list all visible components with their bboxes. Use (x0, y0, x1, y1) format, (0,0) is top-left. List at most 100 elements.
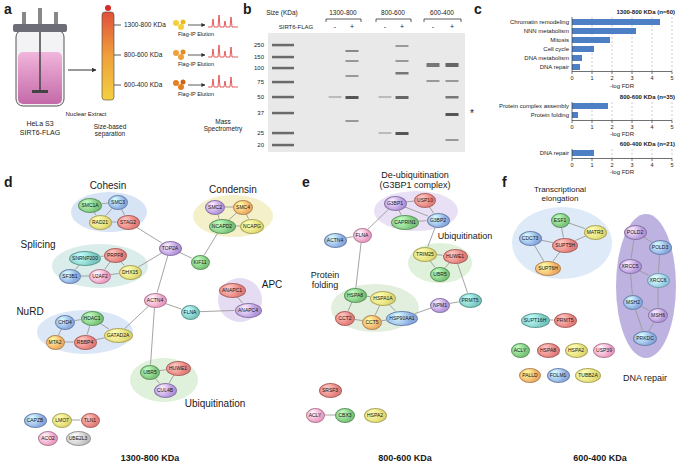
interaction-line (534, 245, 544, 261)
chart-axis (572, 17, 672, 161)
protein-name: TLN1 (84, 418, 96, 423)
lane-sign: + (350, 23, 354, 31)
size-marker: 50 (257, 94, 264, 101)
protein-name: SF3B1 (62, 274, 77, 279)
protein-name: TOP2A (162, 246, 178, 251)
protein-node: MTA2 (46, 335, 65, 350)
protein-name: ESF1 (554, 218, 567, 223)
axis-tick: 5 (670, 75, 673, 81)
protein-name: CCT2 (338, 316, 351, 321)
interaction-line (639, 271, 649, 276)
interaction-line (325, 415, 336, 416)
protein-name: MSH2 (626, 300, 640, 305)
protein-name: XRCC5 (622, 264, 639, 269)
interaction-line (157, 255, 168, 292)
protein-name: HSPA2 (367, 413, 383, 418)
interaction-line (356, 242, 361, 287)
cluster-name: Cohesin (90, 180, 127, 192)
band-mark: * (470, 108, 474, 120)
interaction-line (399, 210, 401, 215)
protein-name: CCT5 (365, 320, 378, 325)
protein-node: U2AF2 (89, 269, 111, 284)
protein-name: SMC2 (208, 205, 222, 210)
protein-node: HSPA8 (344, 288, 367, 303)
size-marker: 25 (257, 130, 264, 137)
interaction-line (65, 342, 74, 343)
lane-sign: + (400, 23, 404, 31)
protein-name: KIF11 (194, 260, 207, 265)
protein-name: HSPA8 (540, 348, 556, 353)
cluster-name: De-ubiquitination (G3BP1 complex) (373, 170, 458, 191)
axis-tick: 1 (590, 162, 593, 168)
interaction-line (430, 261, 435, 268)
panel-letter: d (4, 174, 13, 190)
protein-name: RAD21 (92, 220, 108, 225)
cluster-name: Transcriptional elongation (515, 185, 605, 203)
protein-name: HDAC1 (84, 316, 101, 321)
axis-tick: 5 (670, 124, 673, 130)
protein-name: ACTN4 (327, 238, 343, 243)
protein-node: NPM1 (430, 298, 450, 313)
protein-node: FLNA (353, 228, 372, 243)
interaction-line (575, 236, 585, 240)
protein-node: G3BP1 (384, 196, 407, 211)
panel-letter: e (302, 174, 310, 190)
interaction-line (355, 319, 362, 320)
protein-name: SNRNP200 (72, 256, 98, 261)
protein-name: SUPT5H (555, 243, 575, 248)
column-header: Size (KDa) (266, 9, 297, 16)
fraction-label: 800-600 KDa (124, 51, 162, 58)
protein-name: USP39 (596, 348, 612, 353)
column-header: 800-600 (381, 9, 405, 16)
protein-name: PRMT5 (462, 298, 479, 303)
interaction-line (96, 338, 105, 340)
protein-node: ACTN4 (324, 233, 347, 248)
protein-node: KIF11 (191, 255, 210, 270)
size-marker: 75 (257, 79, 264, 86)
protein-node: NCAPG (240, 219, 264, 234)
protein-name: USP10 (417, 198, 433, 203)
protein-node: PRKDC (633, 331, 657, 346)
protein-node: SNRNP200 (69, 251, 101, 266)
protein-name: ANAPC4 (238, 308, 258, 313)
interaction-line (553, 252, 560, 261)
interaction-line (229, 213, 237, 220)
protein-name: HUWE1 (169, 366, 187, 371)
category-label: DNA repair (540, 64, 569, 71)
protein-name: HSPA2 (568, 348, 584, 353)
size-marker: 150 (254, 54, 264, 61)
size-marker: 100 (254, 65, 264, 72)
protein-node: SMC1A (78, 198, 102, 213)
protein-name: PRPF8 (107, 253, 123, 258)
panel-letter: f (502, 174, 507, 190)
category-label: Cell cycle (543, 46, 569, 53)
interaction-line (631, 239, 634, 258)
interaction-line (649, 322, 654, 331)
interaction-line (635, 309, 642, 330)
protein-node: PALLD (519, 368, 541, 383)
protein-node: HSPA2 (364, 408, 387, 423)
protein-name: SRSF3 (322, 388, 338, 393)
protein-node: SRSF3 (319, 383, 342, 398)
protein-node: CCT2 (335, 311, 355, 326)
category-label: Protein complex assembly (499, 103, 569, 110)
interaction-line (72, 420, 81, 421)
gel-image (268, 33, 465, 152)
protein-name: RBBP4 (77, 340, 93, 345)
protein-node: ACLY (511, 343, 530, 358)
protein-node: GATAD2A (104, 328, 133, 343)
fraction-label: 1300-800 KDa (124, 21, 166, 28)
protein-node: UBR5 (140, 365, 160, 380)
chart-title: 600-400 KDa (n=21) (620, 141, 675, 148)
interaction-line (631, 273, 633, 294)
cluster-name: NuRD (16, 306, 43, 318)
step-label: Size-based separation (85, 123, 135, 138)
protein-node: CCT5 (362, 315, 382, 330)
axis-tick: 0 (570, 75, 573, 81)
interaction-line (169, 375, 174, 383)
protein-node: MATR3 (584, 225, 607, 240)
protein-node: ACLY (306, 408, 325, 423)
protein-name: G3BP1 (387, 201, 403, 206)
